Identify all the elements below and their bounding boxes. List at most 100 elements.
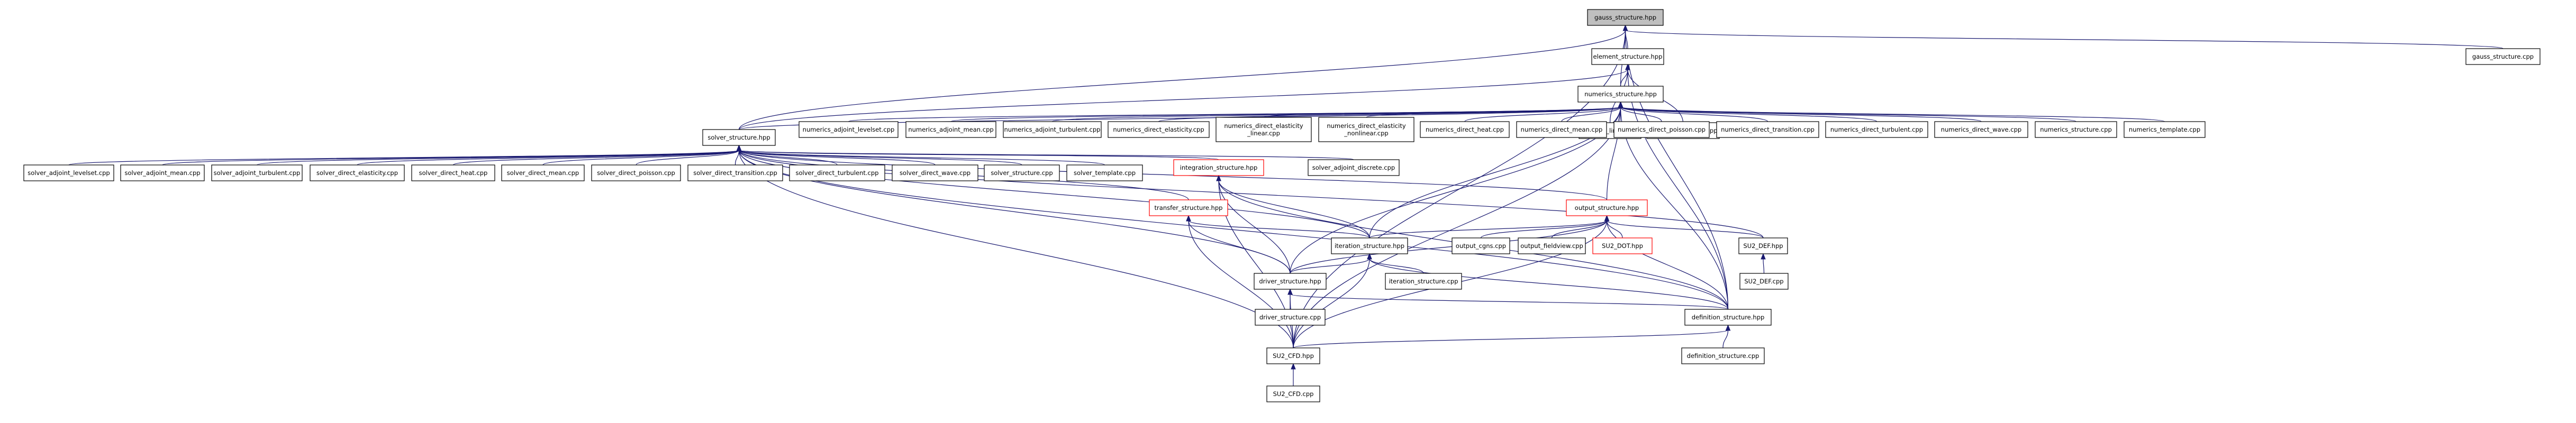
node-definition-cpp[interactable]: definition_structure.cpp <box>1681 347 1765 364</box>
node-box[interactable] <box>1825 121 1928 138</box>
node-box[interactable] <box>799 121 899 138</box>
node-box[interactable] <box>1577 86 1664 103</box>
node-box[interactable] <box>789 164 885 181</box>
node-num-dir-mean[interactable]: numerics_direct_mean.cpp <box>1516 121 1607 138</box>
node-sol-dir-turb[interactable]: solver_direct_turbulent.cpp <box>789 164 885 181</box>
node-output-cgns[interactable]: output_cgns.cpp <box>1452 237 1510 254</box>
node-box[interactable] <box>1331 237 1408 254</box>
node-box[interactable] <box>687 164 783 181</box>
node-integration-hpp[interactable]: integration_structure.hpp <box>1173 159 1264 176</box>
node-box[interactable] <box>1591 48 1664 65</box>
node-sol-dir-elast[interactable]: solver_direct_elasticity.cpp <box>310 164 405 181</box>
node-num-dir-heat[interactable]: numerics_direct_heat.cpp <box>1420 121 1510 138</box>
node-box[interactable] <box>1385 273 1462 290</box>
edge-iteration_hpp-to-integration_hpp <box>1216 174 1370 238</box>
node-sol-adj-mean[interactable]: solver_adjoint_mean.cpp <box>120 164 205 181</box>
node-box[interactable] <box>411 164 495 181</box>
node-iteration-hpp[interactable]: iteration_structure.hpp <box>1331 237 1408 254</box>
node-num-dir-elast-lin[interactable]: numerics_direct_elasticity_linear.cpp <box>1216 117 1312 142</box>
node-box[interactable] <box>1266 385 1320 402</box>
node-box[interactable] <box>1149 199 1228 216</box>
node-num-dir-poisson[interactable]: numerics_direct_poisson.cpp <box>1613 121 1710 138</box>
node-num-dir-elast-nonlin[interactable]: numerics_direct_elasticity_nonlinear.cpp <box>1318 117 1414 142</box>
node-box[interactable] <box>1254 273 1327 290</box>
node-box[interactable] <box>1739 273 1789 290</box>
node-box[interactable] <box>1066 164 1143 181</box>
node-num-template-cpp[interactable]: numerics_template.cpp <box>2124 121 2206 138</box>
node-num-dir-turb[interactable]: numerics_direct_turbulent.cpp <box>1825 121 1928 138</box>
node-num-adj-mean[interactable]: numerics_adjoint_mean.cpp <box>905 121 996 138</box>
node-num-dir-wave[interactable]: numerics_direct_wave.cpp <box>1934 121 2028 138</box>
node-box[interactable] <box>1318 117 1414 142</box>
node-box[interactable] <box>905 121 996 138</box>
node-box[interactable] <box>1108 121 1210 138</box>
node-box[interactable] <box>1173 159 1264 176</box>
node-box[interactable] <box>1266 347 1320 364</box>
node-box[interactable] <box>2035 121 2117 138</box>
node-driver-cpp[interactable]: driver_structure.cpp <box>1255 309 1326 326</box>
node-num-dir-elast[interactable]: numerics_direct_elasticity.cpp <box>1108 121 1210 138</box>
node-gauss-cpp[interactable]: gauss_structure.cpp <box>2465 48 2541 65</box>
node-box[interactable] <box>1587 9 1664 26</box>
node-box[interactable] <box>1716 121 1819 138</box>
node-su2-dot[interactable]: SU2_DOT.hpp <box>1592 237 1653 254</box>
edge-line <box>1369 258 1729 310</box>
node-su2-cfd-hpp[interactable]: SU2_CFD.hpp <box>1266 347 1320 364</box>
node-box[interactable] <box>702 129 776 146</box>
node-num-adj-levelset[interactable]: numerics_adjoint_levelset.cpp <box>799 121 899 138</box>
node-box[interactable] <box>591 164 681 181</box>
node-definition-hpp[interactable]: definition_structure.hpp <box>1684 309 1772 326</box>
node-num-struct-cpp[interactable]: numerics_structure.cpp <box>2035 121 2117 138</box>
node-su2-def-cpp[interactable]: SU2_DEF.cpp <box>1739 273 1789 290</box>
node-box[interactable] <box>1003 121 1102 138</box>
node-label: SU2_CFD.cpp <box>1273 390 1314 398</box>
node-iteration-cpp[interactable]: iteration_structure.cpp <box>1385 273 1462 290</box>
node-num-dir-trans[interactable]: numerics_direct_transition.cpp <box>1716 121 1819 138</box>
node-box[interactable] <box>2465 48 2541 65</box>
node-gauss[interactable]: gauss_structure.hpp <box>1587 9 1664 26</box>
node-box[interactable] <box>120 164 205 181</box>
node-box[interactable] <box>1308 159 1400 176</box>
edge-arrowhead <box>1186 215 1191 222</box>
node-sol-adj-turb[interactable]: solver_adjoint_turbulent.cpp <box>211 164 303 181</box>
node-driver-hpp[interactable]: driver_structure.hpp <box>1254 273 1327 290</box>
node-su2-cfd-cpp[interactable]: SU2_CFD.cpp <box>1266 385 1320 402</box>
node-box[interactable] <box>1516 121 1607 138</box>
node-output-hpp[interactable]: output_structure.hpp <box>1566 199 1648 216</box>
node-box[interactable] <box>984 164 1060 181</box>
node-box[interactable] <box>1216 117 1312 142</box>
node-box[interactable] <box>892 164 978 181</box>
node-box[interactable] <box>501 164 585 181</box>
node-box[interactable] <box>1738 237 1788 254</box>
node-box[interactable] <box>1518 237 1586 254</box>
node-box[interactable] <box>1934 121 2028 138</box>
node-sol-dir-mean[interactable]: solver_direct_mean.cpp <box>501 164 585 181</box>
node-box[interactable] <box>1681 347 1765 364</box>
node-box[interactable] <box>1566 199 1648 216</box>
node-sol-dir-heat[interactable]: solver_direct_heat.cpp <box>411 164 495 181</box>
node-sol-struct-cpp[interactable]: solver_structure.cpp <box>984 164 1060 181</box>
node-sol-dir-trans[interactable]: solver_direct_transition.cpp <box>687 164 783 181</box>
node-solver-hpp[interactable]: solver_structure.hpp <box>702 129 776 146</box>
node-sol-dir-poisson[interactable]: solver_direct_poisson.cpp <box>591 164 681 181</box>
node-box[interactable] <box>23 164 114 181</box>
node-num-adj-turb[interactable]: numerics_adjoint_turbulent.cpp <box>1003 121 1102 138</box>
node-sol-template-cpp[interactable]: solver_template.cpp <box>1066 164 1143 181</box>
node-box[interactable] <box>211 164 303 181</box>
node-box[interactable] <box>1592 237 1653 254</box>
node-box[interactable] <box>1255 309 1326 326</box>
node-box[interactable] <box>1684 309 1772 326</box>
node-box[interactable] <box>1420 121 1510 138</box>
node-sol-adj-discrete[interactable]: solver_adjoint_discrete.cpp <box>1308 159 1400 176</box>
node-numerics-hpp[interactable]: numerics_structure.hpp <box>1577 86 1664 103</box>
node-box[interactable] <box>2124 121 2206 138</box>
node-output-fieldview[interactable]: output_fieldview.cpp <box>1518 237 1586 254</box>
node-box[interactable] <box>1452 237 1510 254</box>
node-box[interactable] <box>310 164 405 181</box>
node-sol-dir-wave[interactable]: solver_direct_wave.cpp <box>892 164 978 181</box>
node-sol-adj-levelset[interactable]: solver_adjoint_levelset.cpp <box>23 164 114 181</box>
node-box[interactable] <box>1613 121 1710 138</box>
node-element-hpp[interactable]: element_structure.hpp <box>1591 48 1664 65</box>
node-transfer-hpp[interactable]: transfer_structure.hpp <box>1149 199 1228 216</box>
node-su2-def-hpp[interactable]: SU2_DEF.hpp <box>1738 237 1788 254</box>
